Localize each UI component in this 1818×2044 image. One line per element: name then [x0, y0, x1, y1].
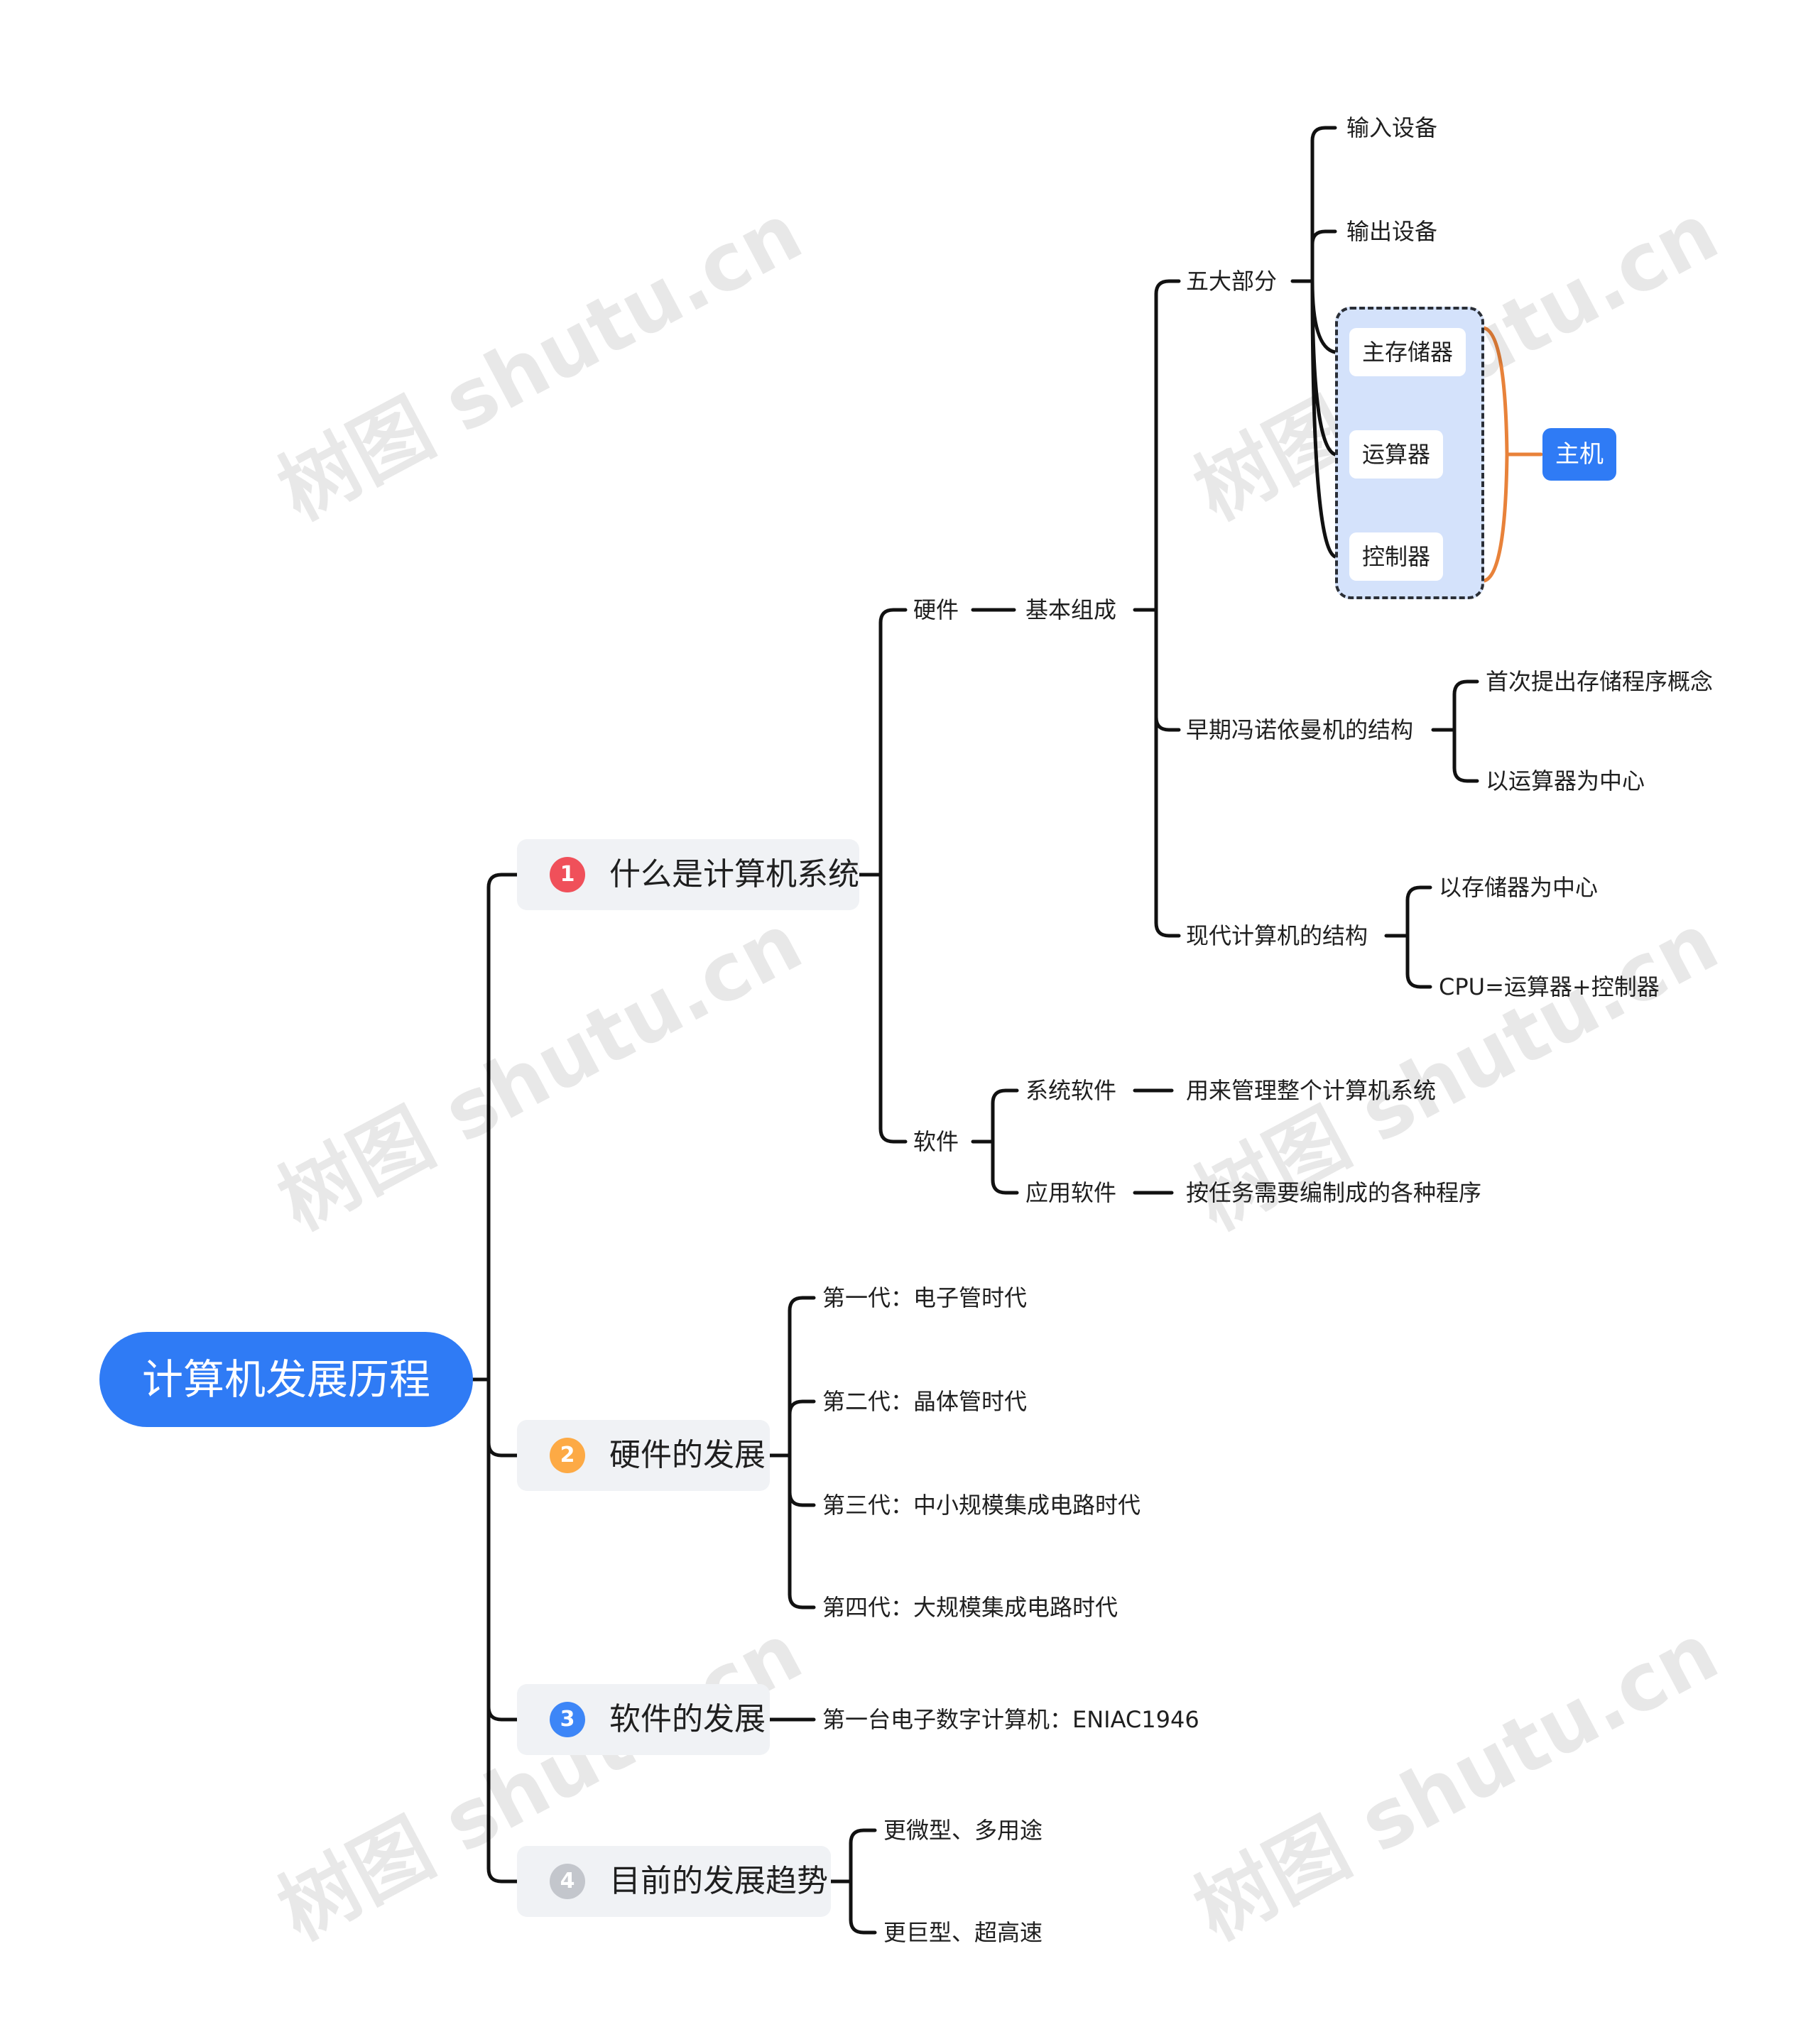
- node-alu-centered[interactable]: 以运算器为中心: [1486, 767, 1645, 794]
- node-controller[interactable]: 控制器: [1349, 532, 1444, 581]
- node-application-software-desc[interactable]: 按任务需要编制成的各种程序: [1186, 1179, 1482, 1206]
- connector-early: [1431, 679, 1479, 783]
- root-node[interactable]: 计算机发展历程: [99, 1332, 473, 1427]
- connector-modern: [1384, 885, 1432, 989]
- root-label: 计算机发展历程: [141, 1355, 430, 1404]
- node-output-device[interactable]: 输出设备: [1346, 218, 1438, 245]
- node-generation-4[interactable]: 第四代：大规模集成电路时代: [822, 1594, 1118, 1621]
- node-trend-giant[interactable]: 更巨型、超高速: [883, 1919, 1043, 1946]
- branch-label: 什么是计算机系统: [609, 856, 859, 892]
- number-3-icon: 3: [550, 1702, 585, 1737]
- branch-software-development[interactable]: 3 软件的发展: [517, 1684, 770, 1755]
- number-2-icon: 2: [550, 1438, 585, 1473]
- branch-label: 硬件的发展: [609, 1437, 766, 1473]
- node-eniac[interactable]: 第一台电子数字计算机：ENIAC1946: [822, 1706, 1199, 1733]
- node-memory-centered[interactable]: 以存储器为中心: [1439, 874, 1599, 901]
- branch-label: 软件的发展: [609, 1701, 766, 1737]
- node-basic-composition[interactable]: 基本组成: [1025, 596, 1117, 623]
- node-alu[interactable]: 运算器: [1349, 430, 1444, 479]
- number-4-icon: 4: [550, 1864, 585, 1899]
- connector-branch1: [857, 608, 908, 1144]
- connector-basic: [1133, 279, 1181, 938]
- node-system-software-desc[interactable]: 用来管理整个计算机系统: [1186, 1077, 1437, 1104]
- branch-what-is-computer-system[interactable]: 1 什么是计算机系统: [517, 839, 859, 910]
- node-cpu-definition[interactable]: CPU=运算器+控制器: [1439, 973, 1660, 1000]
- node-software[interactable]: 软件: [913, 1128, 959, 1155]
- connector-root-spine: [471, 873, 519, 1884]
- branch-hardware-development[interactable]: 2 硬件的发展: [517, 1420, 770, 1491]
- node-early-von-neumann[interactable]: 早期冯诺依曼机的结构: [1186, 716, 1414, 743]
- node-generation-2[interactable]: 第二代：晶体管时代: [822, 1388, 1028, 1415]
- connector-branch4: [829, 1828, 877, 1935]
- branch-label: 目前的发展趋势: [609, 1863, 828, 1899]
- summary-bracket: [1482, 326, 1543, 583]
- number-1-icon: 1: [550, 857, 585, 892]
- connector-five-parts: [1290, 126, 1337, 559]
- node-generation-1[interactable]: 第一代：电子管时代: [822, 1284, 1028, 1311]
- branch-current-trends[interactable]: 4 目前的发展趋势: [517, 1846, 831, 1917]
- node-input-device[interactable]: 输入设备: [1346, 114, 1438, 141]
- node-host[interactable]: 主机: [1542, 428, 1616, 481]
- node-application-software[interactable]: 应用软件: [1025, 1179, 1117, 1206]
- node-stored-program[interactable]: 首次提出存储程序概念: [1486, 668, 1714, 695]
- node-trend-micro[interactable]: 更微型、多用途: [883, 1817, 1043, 1844]
- connector-software: [971, 1088, 1019, 1195]
- node-hardware[interactable]: 硬件: [913, 596, 959, 623]
- node-system-software[interactable]: 系统软件: [1025, 1077, 1117, 1104]
- node-five-parts[interactable]: 五大部分: [1186, 268, 1278, 295]
- node-modern-structure[interactable]: 现代计算机的结构: [1186, 922, 1368, 949]
- node-main-memory[interactable]: 主存储器: [1349, 328, 1466, 376]
- connector-software-desc: [1133, 1088, 1174, 1195]
- node-generation-3[interactable]: 第三代：中小规模集成电路时代: [822, 1492, 1141, 1519]
- connector-branch2: [768, 1296, 816, 1609]
